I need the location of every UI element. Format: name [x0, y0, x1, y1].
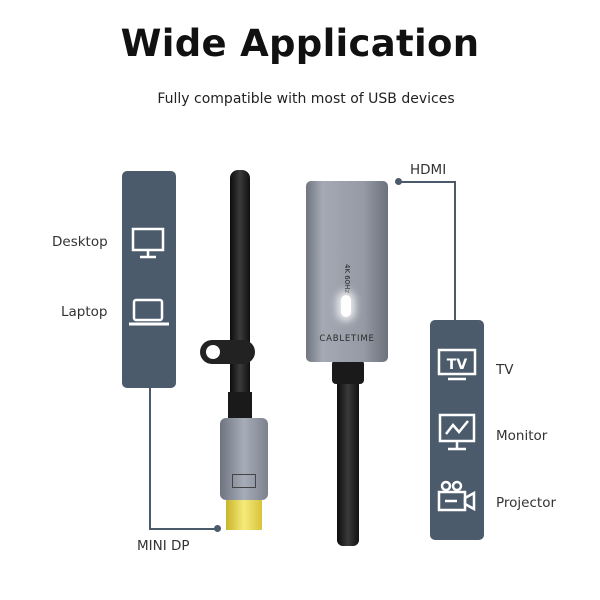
monitor-label: Monitor — [496, 428, 548, 444]
page-title: Wide Application — [120, 22, 480, 65]
mini-dp-logo — [232, 474, 256, 488]
source-devices-panel — [122, 171, 176, 388]
projector-icon — [437, 480, 476, 512]
hdmi-cable — [337, 360, 359, 546]
resolution-badge: 4K 60Hz — [343, 264, 351, 294]
cable-collar — [332, 360, 364, 384]
connector-line — [454, 181, 456, 321]
desktop-label: Desktop — [52, 234, 108, 250]
tv-label: TV — [496, 362, 514, 378]
brand-logo: CABLETIME — [319, 334, 375, 344]
hdmi-label: HDMI — [410, 162, 447, 178]
subtitle: Fully compatible with most of USB device… — [157, 91, 455, 107]
connector-line — [149, 388, 151, 530]
connector-line — [149, 528, 217, 530]
cable-boot — [228, 392, 252, 422]
connector-line — [398, 181, 456, 183]
led-indicator — [341, 295, 351, 317]
connector-dot — [214, 525, 221, 532]
strap-hole — [206, 345, 220, 359]
desktop-icon — [131, 227, 165, 259]
tv-icon: TV — [437, 348, 477, 381]
gold-plug — [226, 500, 262, 530]
monitor-icon — [438, 413, 476, 451]
mini-dp-connector — [220, 418, 268, 500]
laptop-label: Laptop — [61, 304, 108, 320]
projector-label: Projector — [496, 495, 556, 511]
laptop-icon — [129, 298, 169, 326]
mini-dp-label: MINI DP — [137, 538, 190, 554]
hdmi-adapter-housing: 4K 60Hz CABLETIME — [306, 181, 388, 362]
svg-text:TV: TV — [447, 357, 468, 373]
mini-dp-cable — [230, 170, 250, 420]
